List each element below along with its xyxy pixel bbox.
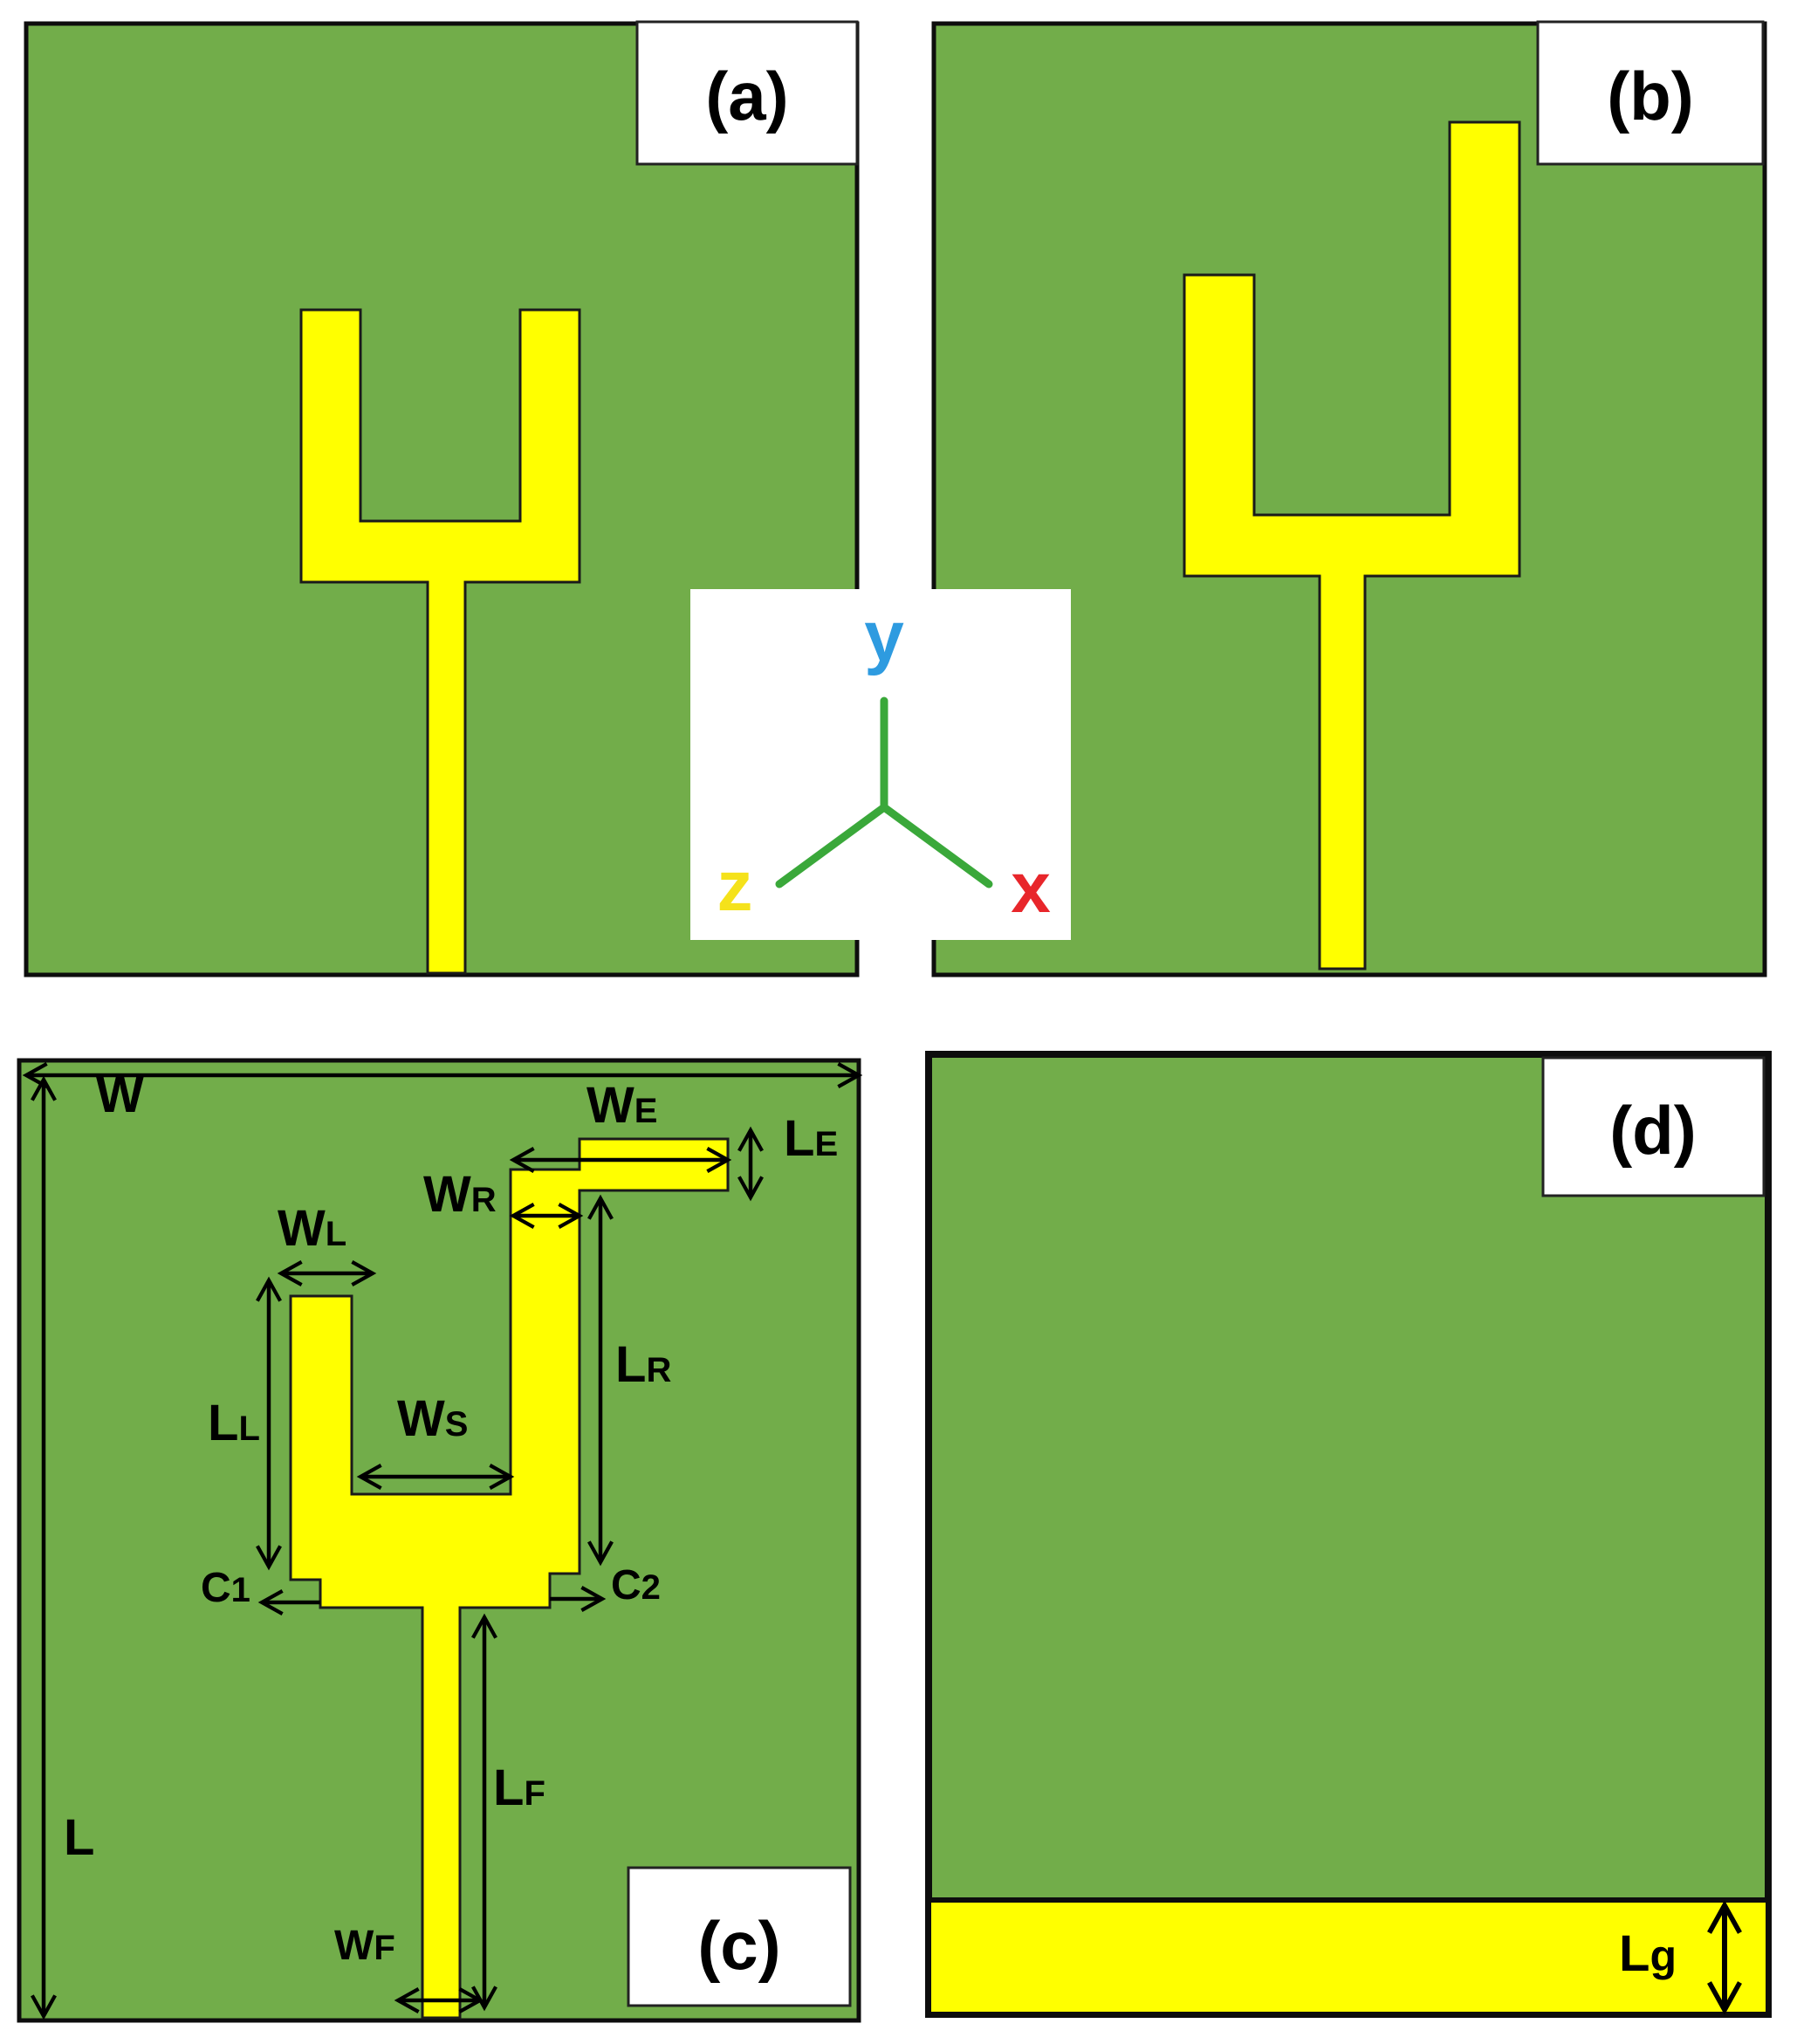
patch-c [289, 1137, 730, 2020]
substrate-d [925, 1051, 1772, 2018]
dim-lf-label: LF [493, 1759, 545, 1816]
dim-wf-label: WF [334, 1923, 395, 1969]
z-axis-label: z [717, 847, 753, 926]
panel-label-box-a [635, 20, 859, 166]
z-axis-line [775, 803, 888, 888]
panel-label-d: (d) [1609, 1092, 1697, 1169]
panel-label-c: (c) [697, 1907, 780, 1984]
dim-c2-label: C2 [611, 1562, 661, 1608]
panel-c: W L WE LE WR WL LR LL WS C1 C2 LF [17, 1058, 863, 2023]
x-axis-label: x [1011, 848, 1051, 928]
dim-lr-label: LR [615, 1336, 671, 1393]
patch-b [1183, 120, 1521, 971]
x-axis-line [880, 803, 993, 888]
dim-ws-label: WS [397, 1390, 468, 1447]
panel-label-box-d [1541, 1056, 1766, 1197]
dim-w-label: W [96, 1067, 144, 1123]
y-axis-label: y [864, 597, 904, 676]
dim-le-label: LE [784, 1110, 838, 1167]
ground-plane [926, 1897, 1771, 2017]
panel-label-box-c [627, 1866, 852, 2007]
patch-a [299, 308, 581, 975]
dim-l-label: L [64, 1809, 94, 1866]
dim-c1-label: C1 [201, 1565, 250, 1611]
dim-ll-label: LL [208, 1395, 260, 1451]
dim-wr-label: WR [423, 1166, 497, 1223]
panel-label-box-b [1536, 20, 1765, 166]
panel-d: Lg (d) [925, 1051, 1772, 2018]
dim-wl-label: WL [278, 1200, 346, 1257]
dim-we-label: WE [586, 1077, 657, 1134]
panel-label-a: (a) [705, 58, 788, 134]
panel-label-b: (b) [1607, 58, 1694, 134]
dim-lg-label: Lg [1619, 1925, 1677, 1982]
panel-a: (a) [24, 20, 860, 977]
panel-b: (b) [931, 20, 1767, 977]
axes-inset: y z x [690, 589, 1071, 940]
